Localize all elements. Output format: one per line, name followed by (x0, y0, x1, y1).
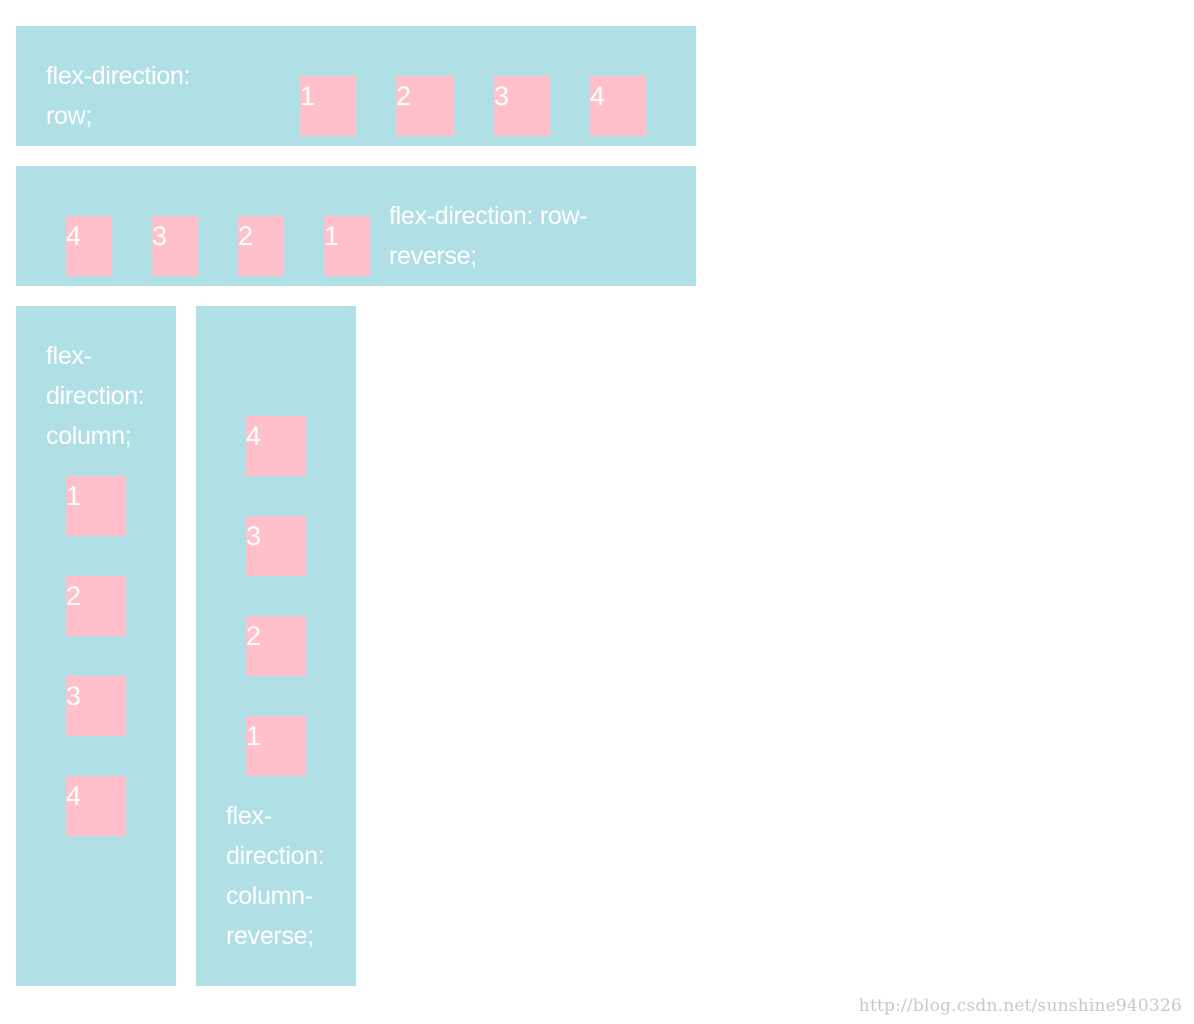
row-reverse-item-1: 1 (324, 216, 370, 276)
row-reverse-item-2: 2 (238, 216, 284, 276)
column-panel: flex- direction: column; 1 2 3 4 (16, 306, 176, 986)
row-reverse-item-4: 4 (66, 216, 112, 276)
column-reverse-label: flex- direction: column- reverse; (226, 796, 325, 956)
row-reverse-label-line2: reverse; (389, 242, 477, 270)
row-label-line1: flex-direction: (46, 62, 191, 90)
row-reverse-label: flex-direction: row- reverse; (389, 196, 588, 276)
column-reverse-label-line4: reverse; (226, 922, 314, 950)
column-reverse-label-line1: flex- (226, 802, 272, 830)
row-reverse-item-3: 3 (152, 216, 198, 276)
row-reverse-label-line1: flex-direction: row- (389, 202, 588, 230)
row-item-2: 2 (396, 76, 454, 136)
column-label-line3: column; (46, 422, 132, 450)
column-reverse-item-2: 2 (246, 616, 306, 676)
column-reverse-item-4: 4 (246, 416, 306, 476)
column-reverse-label-line2: direction: (226, 842, 325, 870)
watermark-url: http://blog.csdn.net/sunshine940326 (858, 996, 1182, 1016)
row-item-4: 4 (590, 76, 646, 136)
column-reverse-item-3: 3 (246, 516, 306, 576)
row-reverse-panel: 4 3 2 1 flex-direction: row- reverse; (16, 166, 696, 286)
column-reverse-item-1: 1 (246, 716, 306, 776)
column-item-3: 3 (66, 676, 126, 736)
row-label: flex-direction: row; (46, 56, 190, 136)
column-reverse-label-line3: column- (226, 882, 313, 910)
column-label: flex- direction: column; (46, 336, 145, 456)
column-item-1: 1 (66, 476, 126, 536)
column-reverse-panel: 4 3 2 1 flex- direction: column- reverse… (196, 306, 356, 986)
column-item-4: 4 (66, 776, 126, 836)
row-panel: flex-direction: row; 1 2 3 4 (16, 26, 696, 146)
row-label-line2: row; (46, 102, 93, 130)
column-label-line1: flex- (46, 342, 92, 370)
row-item-1: 1 (300, 76, 356, 136)
column-label-line2: direction: (46, 382, 145, 410)
row-item-3: 3 (494, 76, 550, 136)
column-item-2: 2 (66, 576, 126, 636)
